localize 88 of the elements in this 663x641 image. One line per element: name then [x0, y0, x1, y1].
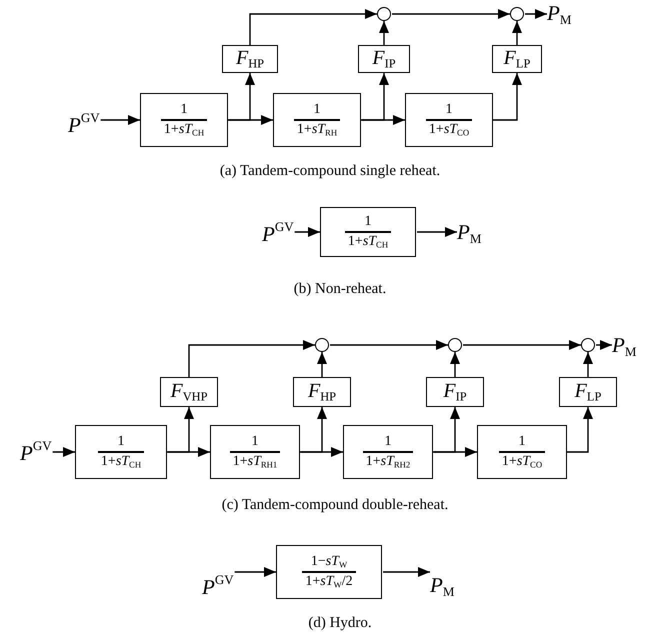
signal-arrow	[168, 447, 210, 457]
signal-arrow	[294, 227, 320, 237]
gain-block	[358, 45, 410, 73]
transfer-function-block	[273, 93, 361, 147]
fraction-numerator: 1	[312, 102, 322, 119]
gain-label: F$_{IP}$	[372, 48, 396, 70]
fraction-numerator: 1	[250, 434, 260, 451]
fraction-denominator: 1+sT$_{CO}$	[426, 119, 472, 138]
fraction-numerator: 1	[180, 102, 188, 119]
gain-label: F$_{VHP}$	[170, 380, 208, 404]
transfer-function-block	[343, 425, 433, 479]
gain-label: F$_{HP}$	[236, 48, 264, 70]
figure-caption: (d) Hydro.	[308, 615, 372, 632]
fraction-denominator: 1+sT$_{CO}$	[498, 451, 546, 470]
fraction-numerator: 1−sT$_{W}$	[310, 554, 348, 571]
fraction-numerator: 1	[444, 102, 454, 119]
signal-arrow	[330, 340, 448, 350]
signal-arrow	[249, 9, 377, 45]
signal-arrow	[100, 115, 140, 125]
signal-label: P$_{M}$	[457, 222, 482, 245]
signal-arrow	[234, 567, 276, 577]
signal-arrow	[361, 73, 389, 121]
signal-label: P$^{GV}$	[262, 220, 294, 245]
summing-junction	[377, 7, 391, 21]
fraction-numerator: 1	[364, 214, 372, 231]
signal-arrow	[379, 21, 389, 45]
fraction-denominator: 1+sT$_{RH}$	[294, 119, 340, 138]
signal-arrow	[362, 115, 405, 125]
signal-label: P$_{M}$	[430, 575, 454, 598]
signal-label: P$^{GV}$	[20, 439, 52, 464]
fraction-denominator: 1+sT$_{RH1}$	[230, 451, 280, 470]
summing-junction	[581, 338, 595, 352]
figure-caption: (b) Non-reheat.	[294, 281, 386, 298]
signal-arrow	[300, 407, 327, 453]
gain-label: F$_{HP}$	[308, 380, 336, 404]
signal-arrow	[434, 447, 477, 457]
signal-arrow	[463, 340, 581, 350]
signal-arrow	[229, 115, 273, 125]
signal-label: P$^{GV}$	[68, 111, 100, 136]
gain-label: F$_{LP}$	[504, 48, 530, 70]
figure-caption: (a) Tandem-compound single reheat.	[220, 163, 440, 180]
signal-arrow	[567, 407, 593, 453]
signal-arrow	[392, 9, 510, 19]
fraction-denominator: 1+sT$_{CH}$	[344, 231, 392, 250]
signal-arrow	[525, 9, 547, 19]
summing-junction	[448, 338, 462, 352]
signal-arrow	[493, 73, 522, 121]
fraction-numerator: 1	[384, 434, 392, 451]
gain-label: F$_{LP}$	[574, 380, 602, 404]
signal-arrow	[228, 73, 255, 121]
gain-block	[160, 377, 218, 407]
signal-arrow	[417, 227, 457, 237]
fraction-numerator: 1	[116, 434, 126, 451]
signal-arrow	[167, 407, 194, 453]
transfer-function-block	[405, 93, 493, 147]
signal-label: P$^{GV}$	[202, 573, 234, 598]
signal-arrow	[450, 352, 460, 377]
signal-label: P$_{M}$	[547, 3, 572, 26]
gain-block	[293, 377, 351, 407]
signal-arrow	[317, 352, 327, 377]
signal-arrow	[583, 352, 593, 377]
summing-junction	[315, 338, 329, 352]
transfer-function-block	[75, 425, 167, 479]
fraction-denominator: 1+sT$_{CH}$	[98, 451, 144, 470]
signal-label: P$_{M}$	[612, 335, 636, 358]
figure-caption: (c) Tandem-compound double-reheat.	[222, 497, 448, 514]
fraction-denominator: 1+sT$_{RH2}$	[362, 451, 414, 470]
transfer-function-block	[477, 425, 567, 479]
signal-arrow	[52, 447, 75, 457]
signal-arrow	[383, 567, 430, 577]
signal-arrow	[188, 340, 315, 377]
fraction-denominator: 1+sT$_{CH}$	[160, 119, 208, 138]
gain-block	[559, 377, 617, 407]
signal-arrow	[301, 447, 343, 457]
signal-arrow	[596, 340, 612, 350]
gain-label: F$_{IP}$	[443, 380, 467, 404]
fraction-numerator: 1	[518, 434, 526, 451]
gain-block	[222, 45, 278, 73]
transfer-function-block	[140, 93, 228, 147]
summing-junction	[510, 7, 524, 21]
signal-arrow	[512, 21, 522, 45]
transfer-function-block	[210, 425, 300, 479]
gain-block	[492, 45, 542, 73]
transfer-function-block	[320, 207, 416, 257]
gain-block	[426, 377, 484, 407]
transfer-function-block	[276, 545, 382, 599]
fraction-denominator: 1+sT$_{W}$/2	[302, 571, 356, 590]
signal-arrow	[433, 407, 460, 453]
